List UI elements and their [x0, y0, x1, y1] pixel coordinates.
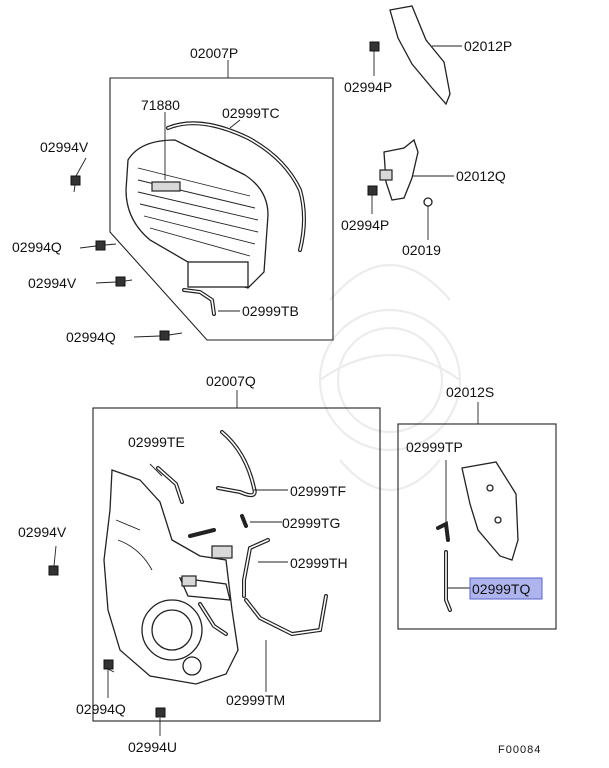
label-02999TF[interactable]: 02999TF [290, 483, 346, 499]
bolt-02994Q-c [103, 659, 115, 673]
group-02012Q [367, 138, 454, 240]
figure-code: F00084 [498, 744, 541, 756]
bolt-02994Q-a [95, 240, 117, 251]
label-02994Q-c[interactable]: 02994Q [76, 701, 126, 717]
gasket-02999TP [436, 520, 450, 542]
label-02994V-b[interactable]: 02994V [28, 275, 77, 291]
label-02994U[interactable]: 02994U [128, 739, 177, 755]
washer-02019 [423, 197, 433, 240]
group-02007P [70, 60, 334, 341]
label-02999TQ[interactable]: 02999TQ [472, 581, 530, 597]
label-plate [151, 181, 181, 192]
group-02007Q [48, 390, 381, 736]
group-02012P [369, 5, 462, 106]
frame-02007P [109, 77, 334, 341]
bolt-02994Q-b [159, 330, 183, 341]
label-02999TP[interactable]: 02999TP [406, 439, 463, 455]
bolt-02994U [155, 707, 166, 718]
label-02007Q[interactable]: 02007Q [206, 373, 256, 389]
label-02999TG[interactable]: 02999TG [282, 515, 340, 531]
gasket-02999TH [242, 538, 270, 598]
watermark-emblem [318, 264, 462, 492]
bracket-02012P[interactable] [389, 5, 451, 106]
label-02994Q-a[interactable]: 02994Q [12, 239, 62, 255]
label-02012P[interactable]: 02012P [464, 38, 512, 54]
label-02019[interactable]: 02019 [402, 242, 441, 258]
bolt-02994V-a [70, 175, 81, 193]
labels: 02007P 71880 02999TC 02994V 02994Q 02994… [12, 38, 541, 756]
gasket-02999TB [182, 288, 216, 316]
label-02999TM[interactable]: 02999TM [226, 692, 285, 708]
bolt-02994V-b [115, 276, 133, 287]
label-02994V-a[interactable]: 02994V [40, 139, 89, 155]
label-02994P-a[interactable]: 02994P [344, 79, 392, 95]
gasket-02999TF [216, 430, 257, 498]
label-02994P-b[interactable]: 02994P [341, 217, 389, 233]
bracket-tab [379, 169, 393, 181]
cover-lower-tab [187, 261, 249, 288]
timing-belt-cover-lower[interactable] [103, 469, 239, 685]
frame-02007Q [92, 407, 381, 722]
gasket-02999TG [240, 514, 248, 528]
cover-plate-02012S[interactable] [461, 461, 519, 561]
group-02012S [397, 402, 557, 630]
bolt-02994P-b [367, 185, 378, 214]
frame-02012S [397, 423, 557, 630]
label-02994Q-b[interactable]: 02994Q [66, 329, 116, 345]
bolt-02994P-a [369, 41, 380, 76]
label-02994V-c[interactable]: 02994V [18, 524, 67, 540]
gasket-02999TE [156, 466, 184, 504]
label-02999TC[interactable]: 02999TC [222, 105, 280, 121]
label-02012S[interactable]: 02012S [446, 384, 494, 400]
highlight-02999TQ [469, 577, 543, 600]
label-71880[interactable]: 71880 [141, 97, 180, 113]
label-02999TB[interactable]: 02999TB [242, 303, 299, 319]
bracket-02012Q[interactable] [383, 138, 419, 201]
label-02012Q[interactable]: 02012Q [456, 168, 506, 184]
label-02007P[interactable]: 02007P [190, 45, 238, 61]
label-02999TE[interactable]: 02999TE [128, 434, 185, 450]
label-02999TH[interactable]: 02999TH [290, 555, 348, 571]
bolt-02994V-c [48, 565, 59, 576]
